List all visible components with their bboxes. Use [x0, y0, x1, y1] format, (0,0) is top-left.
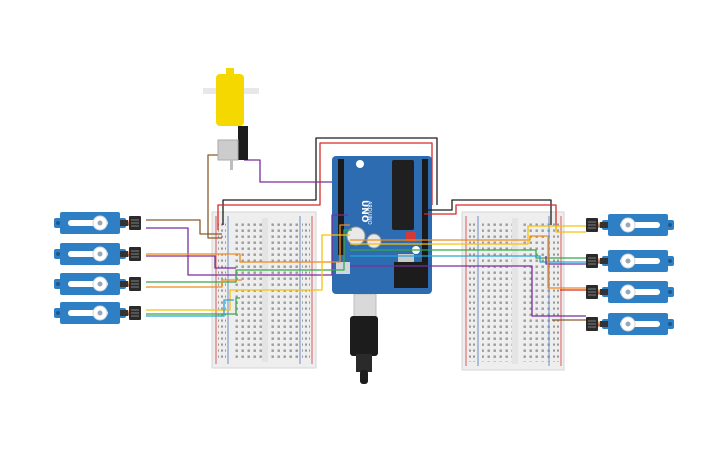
servo-connector [586, 285, 598, 299]
servo-connector [586, 218, 598, 232]
wire-purple-right2 [545, 256, 586, 265]
wire-green-right [350, 249, 586, 259]
servo-motor-icon [597, 249, 675, 273]
wiring [146, 137, 586, 321]
wire-red-top [217, 142, 433, 230]
dc-gear-motor-icon [203, 68, 259, 170]
servo-connector [586, 254, 598, 268]
wire-brown-servo1 [146, 219, 222, 235]
servo-connector [586, 317, 598, 331]
wire-blue-right [350, 255, 586, 263]
arduino-model-text: UNO [359, 200, 369, 223]
wire-green-servo3 [146, 229, 352, 283]
wire-purple-servo2 [146, 255, 236, 269]
right-breadboard [461, 211, 565, 371]
wire-blue-servo4 [146, 299, 234, 317]
servo-connector [129, 247, 141, 261]
wire-orange-right2 [547, 238, 586, 289]
servo-motor-icon [53, 242, 131, 266]
wire-orange-servo2 [146, 224, 350, 263]
servo-connector [129, 277, 141, 291]
wire-yellow-right2 [555, 226, 586, 233]
wire-green-servo4 [146, 297, 240, 315]
servo-motor-icon [53, 211, 131, 235]
wire-yellow-right [350, 225, 586, 245]
servo-motor-icon [597, 280, 675, 304]
wire-black-top [222, 137, 438, 225]
servo-motor-icon [597, 213, 675, 237]
wire-black-right [424, 199, 552, 225]
wire-orange-servo3 [146, 279, 242, 288]
arduino-brand-text: ARDUINO [366, 201, 372, 225]
wire-purple-right [350, 265, 586, 317]
usb-cable-icon [350, 293, 378, 384]
wire-purple-servo1 [146, 214, 348, 276]
servo-connector [129, 216, 141, 230]
servo-motor-icon [53, 301, 131, 325]
wire-orange-right [350, 235, 548, 241]
servo-motor-icon [597, 312, 675, 336]
wire-red-right [424, 204, 557, 230]
servo-motor-icon [53, 272, 131, 296]
servo-connector [129, 306, 141, 320]
wire-brown-motor [207, 154, 224, 239]
wire-purple-motor [244, 159, 332, 183]
wire-yellow-servo4 [146, 234, 350, 311]
